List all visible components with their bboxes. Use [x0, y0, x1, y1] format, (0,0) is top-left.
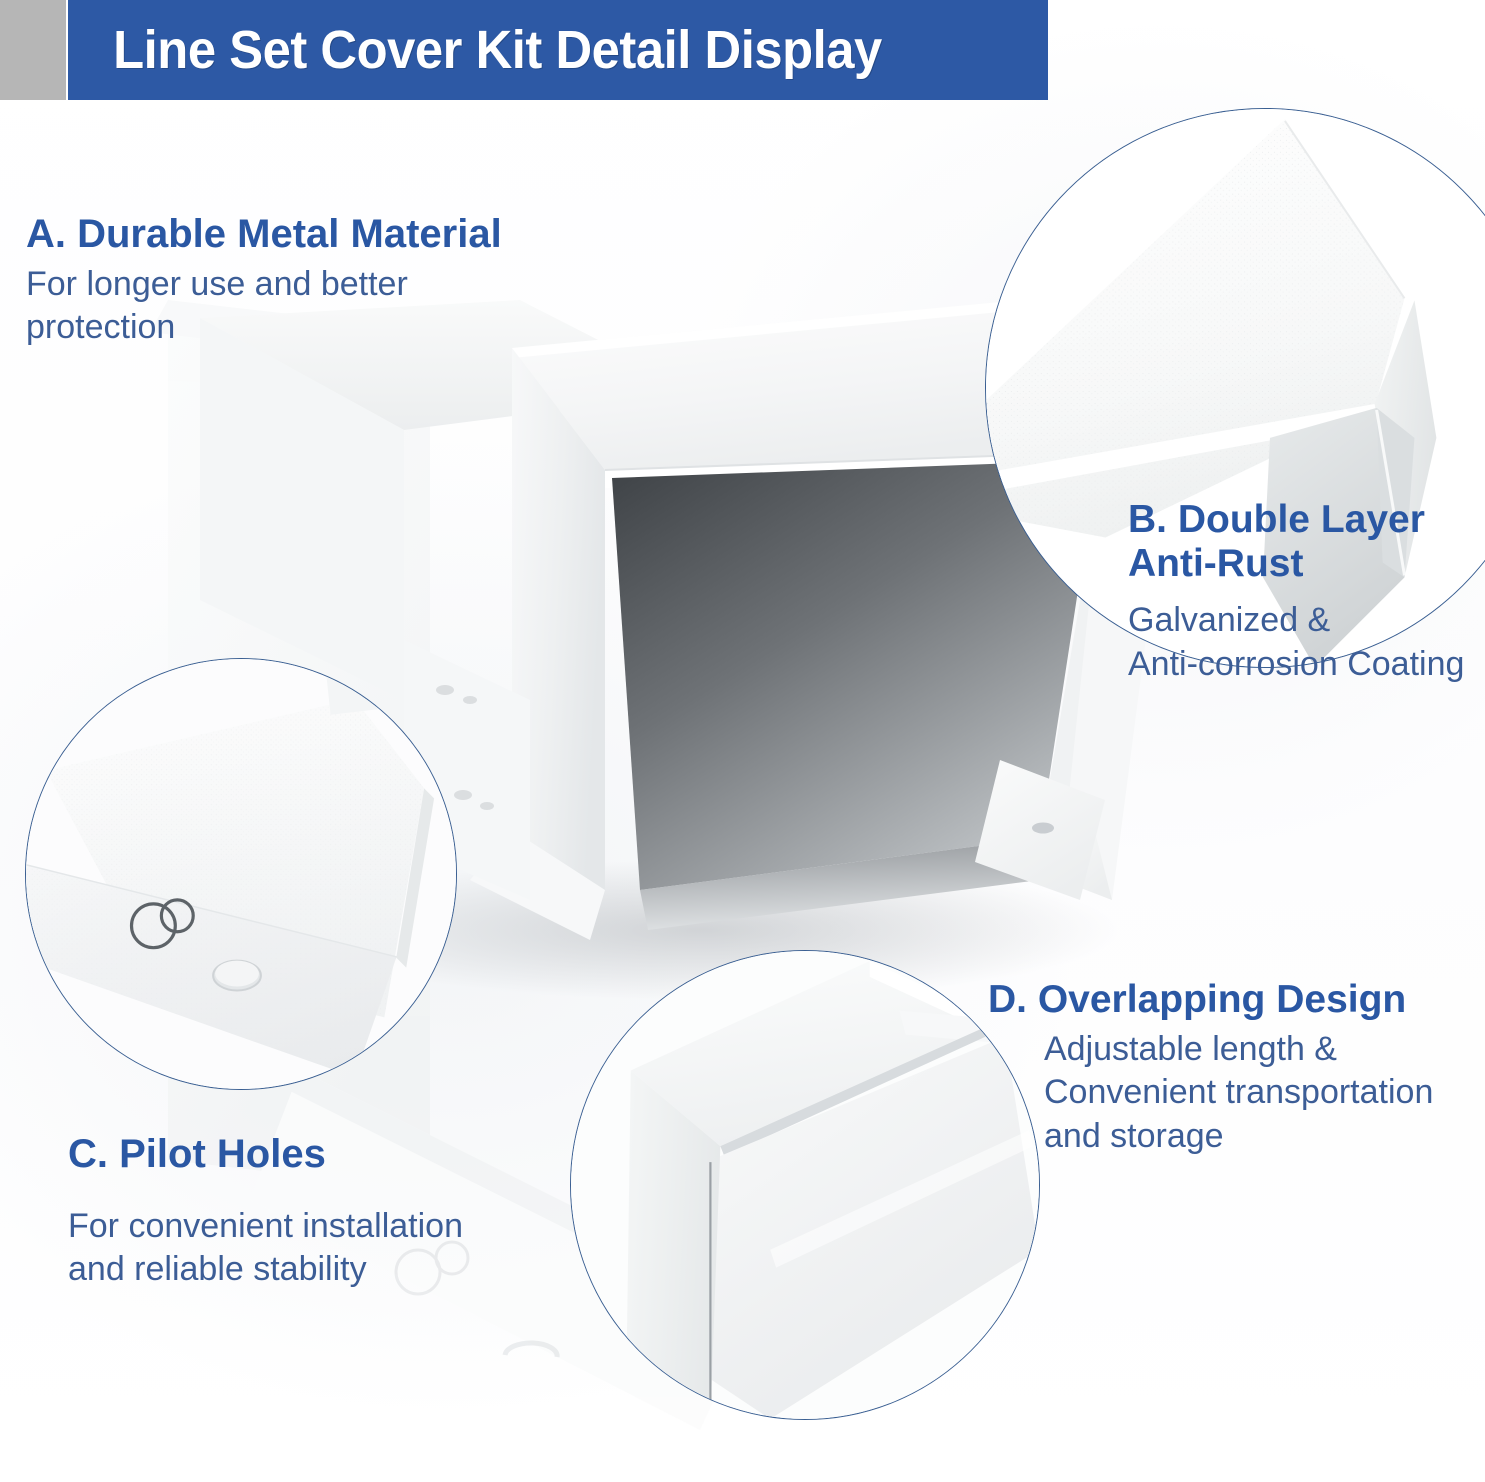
- header-gray-tab: [0, 0, 66, 100]
- page-title: Line Set Cover Kit Detail Display: [113, 20, 882, 80]
- magnified-overlap-seam: [571, 951, 1039, 1419]
- callout-d-body: Adjustable length & Convenient transport…: [1044, 1029, 1434, 1155]
- callout-label-c: C. Pilot Holes For convenient installati…: [68, 1132, 628, 1292]
- callout-label-a: A. Durable Metal Material For longer use…: [26, 212, 646, 350]
- callout-label-d: D. Overlapping Design Adjustable length …: [988, 978, 1485, 1158]
- magnifier-circle-d: [570, 950, 1040, 1420]
- callout-b-body: Galvanized & Anti-corrosion Coating: [1128, 601, 1465, 683]
- magnified-double-layer-edge: [986, 109, 1485, 667]
- callout-c-body: For convenient installation and reliable…: [68, 1206, 464, 1289]
- callout-a-heading: A. Durable Metal Material: [26, 212, 502, 256]
- callout-a-body: For longer use and better protection: [26, 264, 408, 347]
- callout-c-heading: C. Pilot Holes: [68, 1132, 326, 1176]
- callout-d-heading: D. Overlapping Design: [988, 978, 1407, 1021]
- magnified-pilot-holes: [26, 659, 456, 1089]
- callout-label-b: B. Double Layer Anti-Rust Galvanized & A…: [1128, 498, 1485, 686]
- callout-b-heading: B. Double Layer Anti-Rust: [1128, 498, 1425, 585]
- magnifier-circle-b: [985, 108, 1485, 668]
- title-banner: Line Set Cover Kit Detail Display: [68, 0, 1048, 100]
- magnifier-circle-c: [25, 658, 457, 1090]
